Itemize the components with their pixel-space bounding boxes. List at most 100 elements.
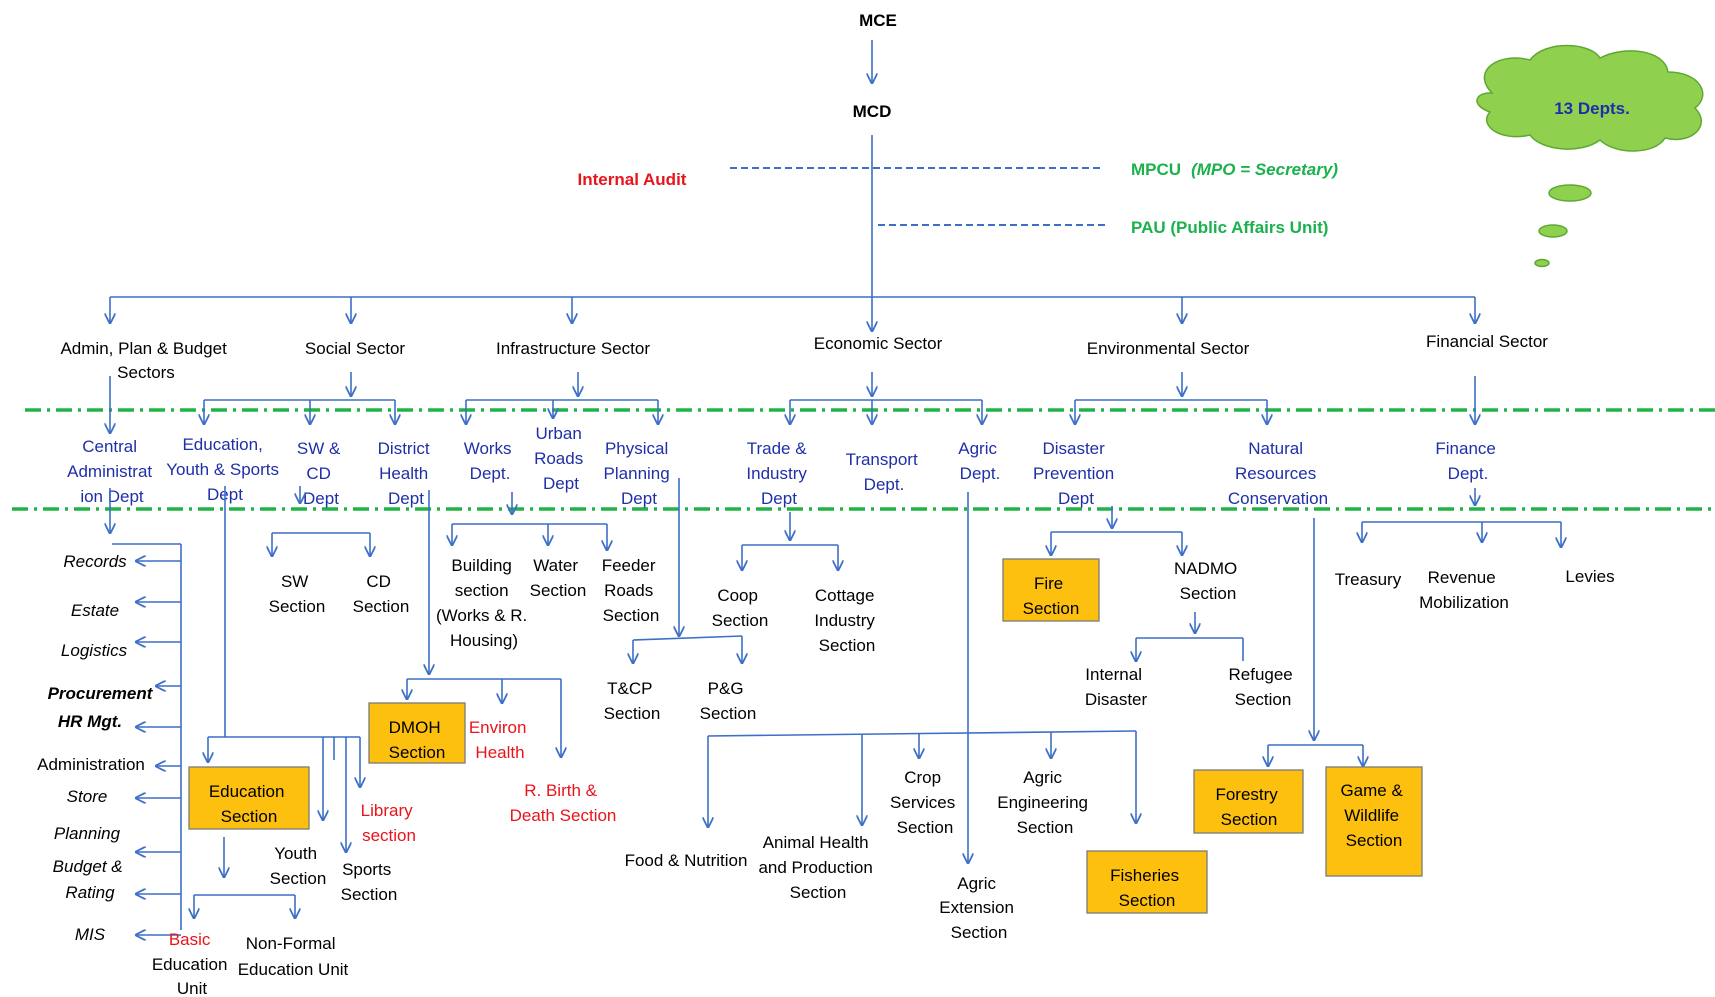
section-youth-line-1: Youth — [274, 844, 317, 863]
dept-disaster-prevention: Disaster Prevention Dept — [1033, 439, 1119, 508]
section-birth-death-line-1: R. Birth & — [524, 781, 597, 800]
section-building-line-2: section — [455, 581, 509, 600]
section-cottage: Cottage Industry Section — [814, 586, 879, 655]
dept-natural-resources-line-3: Conservation — [1228, 489, 1328, 508]
mpcu-label: MPCU(MPO = Secretary) — [1131, 160, 1338, 179]
section-pg-line-1: P&G — [708, 679, 744, 698]
section-agric-extension-line-1: Agric — [957, 874, 996, 893]
box-forestry — [1193, 769, 1304, 834]
dept-agric-line-1: Agric — [958, 439, 997, 458]
section-agric-engineering-line-2: Engineering — [997, 793, 1088, 812]
dept-physical-planning: Physical Planning Dept — [604, 439, 675, 508]
financial-connectors — [1362, 488, 1561, 547]
section-fire-line-1: Fire — [1034, 574, 1063, 593]
planning-bar — [632, 635, 743, 641]
sector-admin-line-2: Sectors — [117, 363, 175, 382]
section-levies: Levies — [1565, 567, 1614, 586]
dept-physical-planning-line-1: Physical — [605, 439, 668, 458]
dept-central-admin-line-2: Administrat — [67, 462, 152, 481]
dept-works-line-2: Dept. — [470, 464, 511, 483]
box-fisheries — [1086, 850, 1208, 914]
admin-unit-connectors — [110, 488, 182, 935]
section-agric-extension-line-3: Section — [951, 923, 1008, 942]
section-agric-engineering-line-1: Agric — [1023, 768, 1062, 787]
section-treasury: Treasury — [1335, 570, 1402, 589]
section-agric-engineering-line-3: Section — [1017, 818, 1074, 837]
dept-transport: Transport Dept. — [846, 450, 923, 494]
dept-central-admin-line-1: Central — [82, 437, 137, 456]
section-dmoh: DMOH Section — [389, 718, 446, 762]
dept-sw-cd-line-3: Dept — [303, 489, 339, 508]
section-pg-line-2: Section — [700, 704, 757, 723]
box-fire — [1002, 558, 1100, 622]
admin-unit-planning: Planning — [54, 824, 121, 843]
section-education: Education Section — [209, 782, 289, 826]
sector-social: Social Sector — [305, 339, 405, 358]
sector-financial: Financial Sector — [1426, 332, 1548, 351]
dept-urban-roads-line-1: Urban — [535, 424, 581, 443]
section-game-wildlife-line-3: Section — [1346, 831, 1403, 850]
section-fire-line-2: Section — [1023, 599, 1080, 618]
dept-transport-line-1: Transport — [846, 450, 918, 469]
section-nadmo: NADMO Section — [1174, 559, 1242, 603]
thought-cloud: 13 Depts. — [1476, 44, 1704, 268]
dept-agric: Agric Dept. — [958, 439, 1001, 483]
section-refugee-line-1: Refugee — [1228, 665, 1292, 684]
section-cottage-line-3: Section — [819, 636, 876, 655]
section-feeder-roads-line-1: Feeder — [602, 556, 656, 575]
section-non-formal-line-1: Non-Formal — [246, 934, 336, 953]
admin-unit-store: Store — [67, 787, 108, 806]
section-animal-health-line-1: Animal Health — [763, 833, 869, 852]
section-game-wildlife-line-1: Game & — [1340, 781, 1403, 800]
section-basic-education-line-3: Unit — [177, 979, 208, 997]
section-tcp-line-2: Section — [604, 704, 661, 723]
section-coop-line-1: Coop — [717, 586, 758, 605]
agric-bar — [707, 730, 1137, 737]
sector-admin-line-1: Admin, Plan & Budget — [60, 339, 227, 358]
infra-connectors — [452, 478, 742, 663]
section-basic-education-line-2: Education — [152, 955, 228, 974]
section-birth-death: R. Birth & Death Section — [510, 781, 617, 825]
section-revenue-mobilization: Revenue Mobilization — [1419, 568, 1509, 612]
departments: Central Administrat ion Dept Education, … — [67, 424, 1496, 508]
section-sports: Sports Section — [341, 860, 398, 904]
section-internal-disaster-line-2: Disaster — [1085, 690, 1148, 709]
section-water: Water Section — [530, 556, 587, 600]
mcd-label: MCD — [853, 102, 892, 121]
dept-physical-planning-line-2: Planning — [604, 464, 670, 483]
dept-transport-line-2: Dept. — [864, 475, 905, 494]
section-agric-engineering: Agric Engineering Section — [997, 768, 1092, 837]
section-fisheries-line-2: Section — [1119, 891, 1176, 910]
social-connectors — [194, 486, 561, 918]
section-basic-education: Basic Education Unit — [152, 930, 232, 997]
section-cottage-line-1: Cottage — [815, 586, 875, 605]
section-non-formal: Non-Formal Education Unit — [238, 934, 349, 979]
dept-district-health-line-3: Dept — [388, 489, 424, 508]
section-tcp: T&CP Section — [604, 679, 661, 723]
box-education-section — [188, 766, 310, 830]
cloud-bubble-small — [1534, 258, 1550, 268]
admin-unit-estate: Estate — [71, 601, 119, 620]
section-sports-line-2: Section — [341, 885, 398, 904]
sector-infrastructure: Infrastructure Sector — [496, 339, 650, 358]
admin-unit-hr: HR Mgt. — [58, 712, 122, 731]
economic-connectors — [708, 492, 1136, 863]
section-animal-health-line-2: and Production — [758, 858, 872, 877]
section-nadmo-line-2: Section — [1180, 584, 1237, 603]
section-forestry-line-1: Forestry — [1215, 785, 1278, 804]
admin-unit-budget-line-2: Rating — [65, 883, 115, 902]
section-game-wildlife: Game & Wildlife Section — [1340, 781, 1407, 850]
section-building-line-3: (Works & R. — [436, 606, 527, 625]
dept-sw-cd-line-2: CD — [306, 464, 331, 483]
dept-district-health-line-1: District — [378, 439, 430, 458]
section-forestry-line-2: Section — [1221, 810, 1278, 829]
section-cottage-line-2: Industry — [814, 611, 875, 630]
section-food-nutrition: Food & Nutrition — [625, 851, 748, 870]
section-environ-health-line-1: Environ — [469, 718, 527, 737]
section-feeder-roads-line-2: Roads — [604, 581, 653, 600]
section-fire: Fire Section — [1023, 574, 1080, 618]
dept-urban-roads-line-3: Dept — [543, 474, 579, 493]
section-refugee-line-2: Section — [1235, 690, 1292, 709]
dept-works: Works Dept. — [464, 439, 517, 483]
